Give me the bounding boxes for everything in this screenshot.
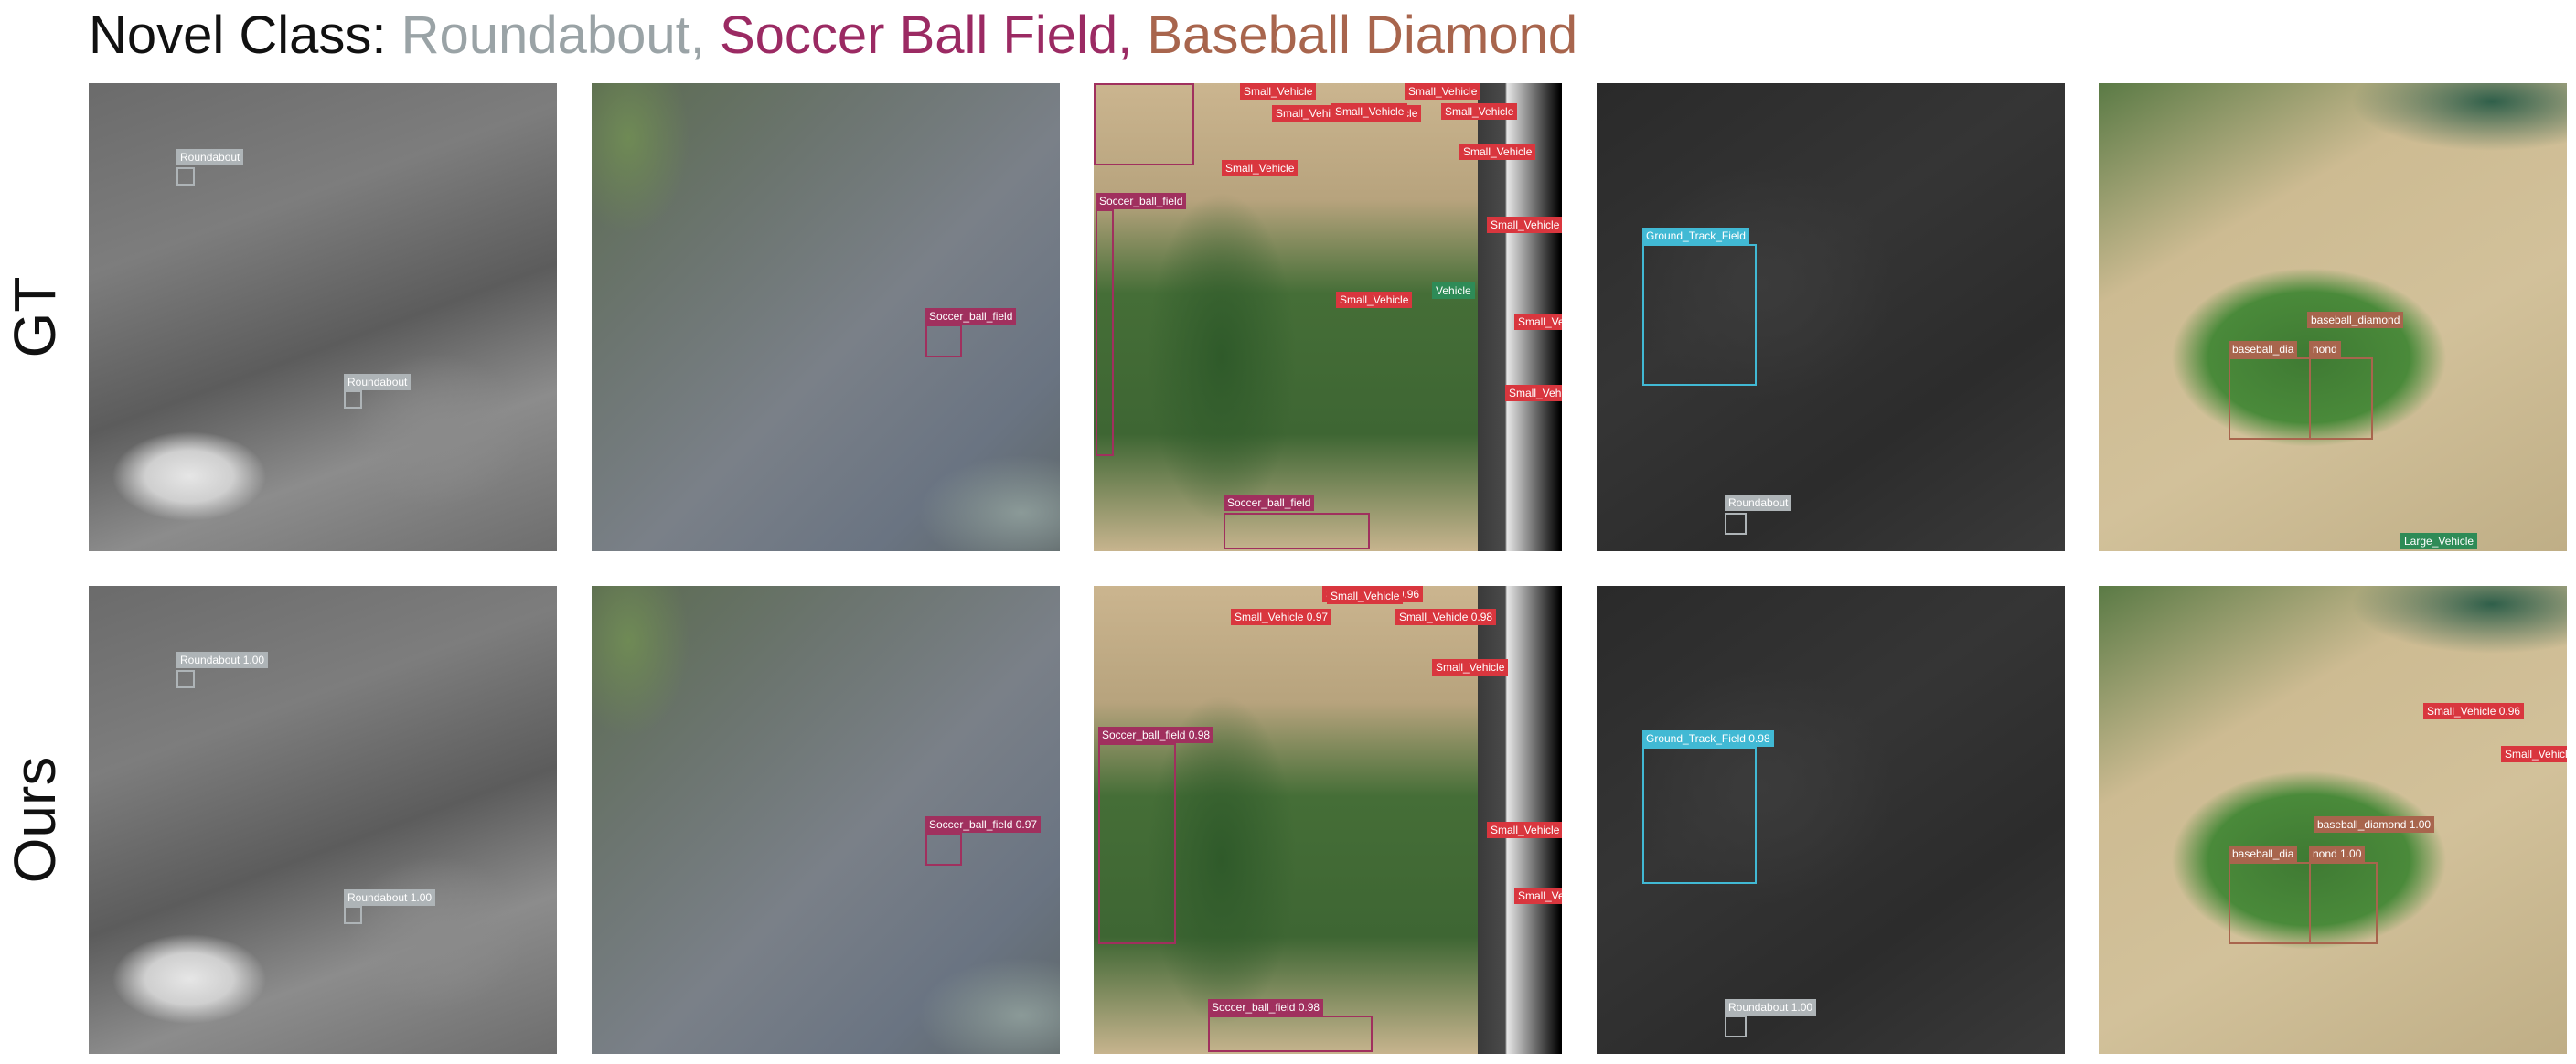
detection-label: Roundabout 1.00 bbox=[344, 889, 436, 906]
detection-label: Soccer_ball_field bbox=[1096, 193, 1187, 209]
detection-label: Vehicle bbox=[1432, 282, 1475, 299]
bounding-box bbox=[2309, 862, 2378, 944]
detection-label: Small_Vehicle bbox=[1514, 888, 1562, 904]
bounding-box bbox=[925, 833, 962, 866]
detection-label: Small_Vehicle bbox=[1405, 83, 1481, 100]
detection-label: Roundabout bbox=[176, 149, 244, 165]
figure-title: Novel Class: Roundabout, Soccer Ball Fie… bbox=[89, 4, 1577, 68]
detection-label: Roundabout bbox=[1725, 495, 1792, 511]
bounding-box bbox=[344, 906, 362, 924]
bounding-box bbox=[1642, 747, 1757, 884]
detection-label: Small_Vehicle bbox=[1272, 105, 1349, 122]
title-class-soccer-ball-field: Soccer Ball Field, bbox=[719, 5, 1133, 65]
detection-label: Small_Vehicle bbox=[1441, 103, 1518, 120]
detection-label: nond bbox=[2309, 341, 2341, 357]
detection-label: baseball_diamond 1.00 bbox=[2314, 816, 2435, 833]
detection-label: Soccer_ball_field 0.98 bbox=[1098, 727, 1214, 743]
bounding-box bbox=[1642, 244, 1757, 386]
detection-label: Soccer_ball_field 0.97 bbox=[925, 816, 1042, 833]
detection-label: Ground_Track_Field bbox=[1642, 228, 1749, 244]
title-class-baseball-diamond: Baseball Diamond bbox=[1147, 5, 1578, 65]
detection-label: Small_Vehicle bbox=[1240, 83, 1317, 100]
title-prefix: Novel Class: bbox=[89, 5, 401, 65]
bounding-box bbox=[176, 167, 195, 186]
detection-label: Small_Vehicle bbox=[1487, 217, 1562, 233]
detection-label: Small_Vehicle bbox=[1222, 160, 1299, 176]
detection-label: Roundabout bbox=[344, 374, 412, 390]
detection-label: baseball_diamond bbox=[2307, 312, 2404, 328]
image-panel-gt-2: Soccer_ball_field bbox=[592, 83, 1060, 551]
detection-label: Small_Vehicle bbox=[1459, 144, 1536, 160]
bounding-box bbox=[1208, 1016, 1373, 1052]
detection-label: baseball_dia bbox=[2229, 846, 2298, 862]
bounding-box bbox=[1725, 1016, 1747, 1037]
detection-label: Roundabout 1.00 bbox=[1725, 999, 1817, 1016]
image-panel-ours-2: Soccer_ball_field 0.97 bbox=[592, 586, 1060, 1054]
detection-label: Small_Vehicle bbox=[2501, 746, 2567, 762]
bounding-box bbox=[1094, 83, 1194, 165]
bounding-box bbox=[2229, 357, 2311, 440]
bounding-box bbox=[2309, 357, 2373, 440]
detection-label: Small_Vehicle 0.98 bbox=[1395, 609, 1497, 625]
detection-label: Soccer_ball_field bbox=[1224, 495, 1315, 511]
detection-label: nond 1.00 bbox=[2309, 846, 2366, 862]
bounding-box bbox=[1096, 209, 1114, 456]
bounding-box bbox=[176, 670, 195, 688]
detection-label: Soccer_ball_field 0.98 bbox=[1208, 999, 1324, 1016]
detection-label: Small_Vehicle bbox=[1331, 103, 1408, 120]
detection-label: Small_Vehicle bbox=[1505, 385, 1562, 401]
detection-label: Small_Vehicle bbox=[1327, 588, 1404, 604]
detection-label: Small_Vehicle 0.96 bbox=[2423, 703, 2525, 719]
detection-label: Large_Vehicle bbox=[2400, 533, 2478, 549]
bounding-box bbox=[925, 325, 962, 357]
detection-label: Small_Vehicle bbox=[1514, 314, 1562, 330]
detection-label: Small_Vehicle 0.97 bbox=[1231, 609, 1332, 625]
title-class-roundabout: Roundabout, bbox=[401, 5, 705, 65]
bounding-box bbox=[1224, 513, 1370, 549]
detection-label: baseball_dia bbox=[2229, 341, 2298, 357]
detection-label: Small_Vehicle bbox=[1487, 822, 1562, 838]
detection-label: Small_Vehicle bbox=[1336, 292, 1413, 308]
bounding-box bbox=[344, 390, 362, 409]
detection-label: Soccer_ball_field bbox=[925, 308, 1017, 325]
bounding-box bbox=[1098, 743, 1176, 944]
bounding-box bbox=[2229, 862, 2311, 944]
detection-label: Roundabout 1.00 bbox=[176, 652, 269, 668]
bounding-box bbox=[1725, 513, 1747, 535]
detection-label: Small_Vehicle bbox=[1432, 659, 1509, 676]
detection-label: Ground_Track_Field 0.98 bbox=[1642, 730, 1774, 747]
